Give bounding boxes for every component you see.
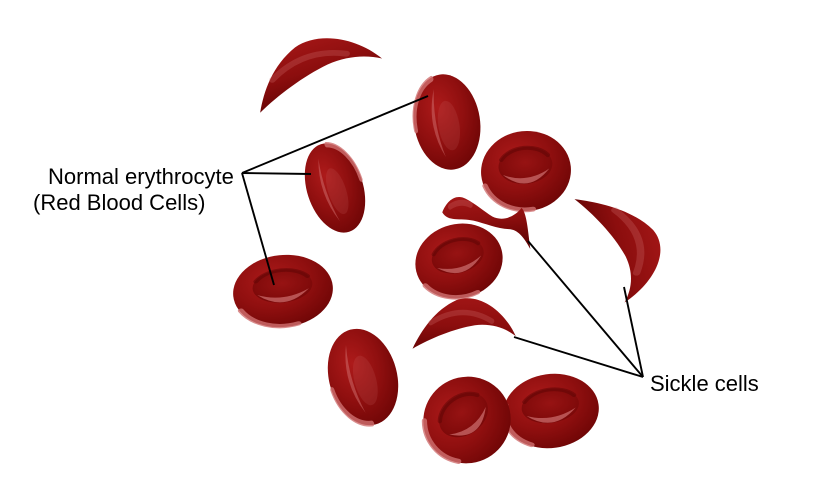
pointer-line-sickle	[513, 336, 644, 378]
normal-rbc-5	[233, 254, 333, 329]
cells-layer	[233, 38, 661, 464]
pointer-lines-layer	[241, 95, 644, 378]
normal-rbc-1	[412, 74, 481, 170]
pointer-line-normal	[241, 172, 312, 175]
normal-rbc-2	[304, 142, 366, 233]
normal-rbc-6	[327, 328, 399, 427]
pointer-line-sickle	[623, 286, 644, 378]
sickle-cell-3	[574, 199, 661, 303]
normal-erythrocyte-label-line2: (Red Blood Cells)	[33, 190, 205, 215]
normal-rbc-3	[481, 130, 571, 213]
normal-erythrocyte-label-line1: Normal erythrocyte	[48, 164, 234, 189]
labels-layer: Normal erythrocyte(Red Blood Cells) Sickl…	[33, 164, 759, 396]
pointer-line-sickle	[527, 240, 644, 378]
sickle-cell-2	[442, 197, 531, 250]
sickle-cell-1	[260, 38, 383, 113]
sickle-cells-label: Sickle cells	[650, 371, 759, 396]
normal-rbc-8	[421, 376, 511, 464]
sickle-cell-4	[412, 298, 516, 349]
pointer-line-normal	[241, 95, 429, 174]
normal-rbc-4	[415, 223, 503, 300]
pointer-line-normal	[241, 172, 275, 286]
